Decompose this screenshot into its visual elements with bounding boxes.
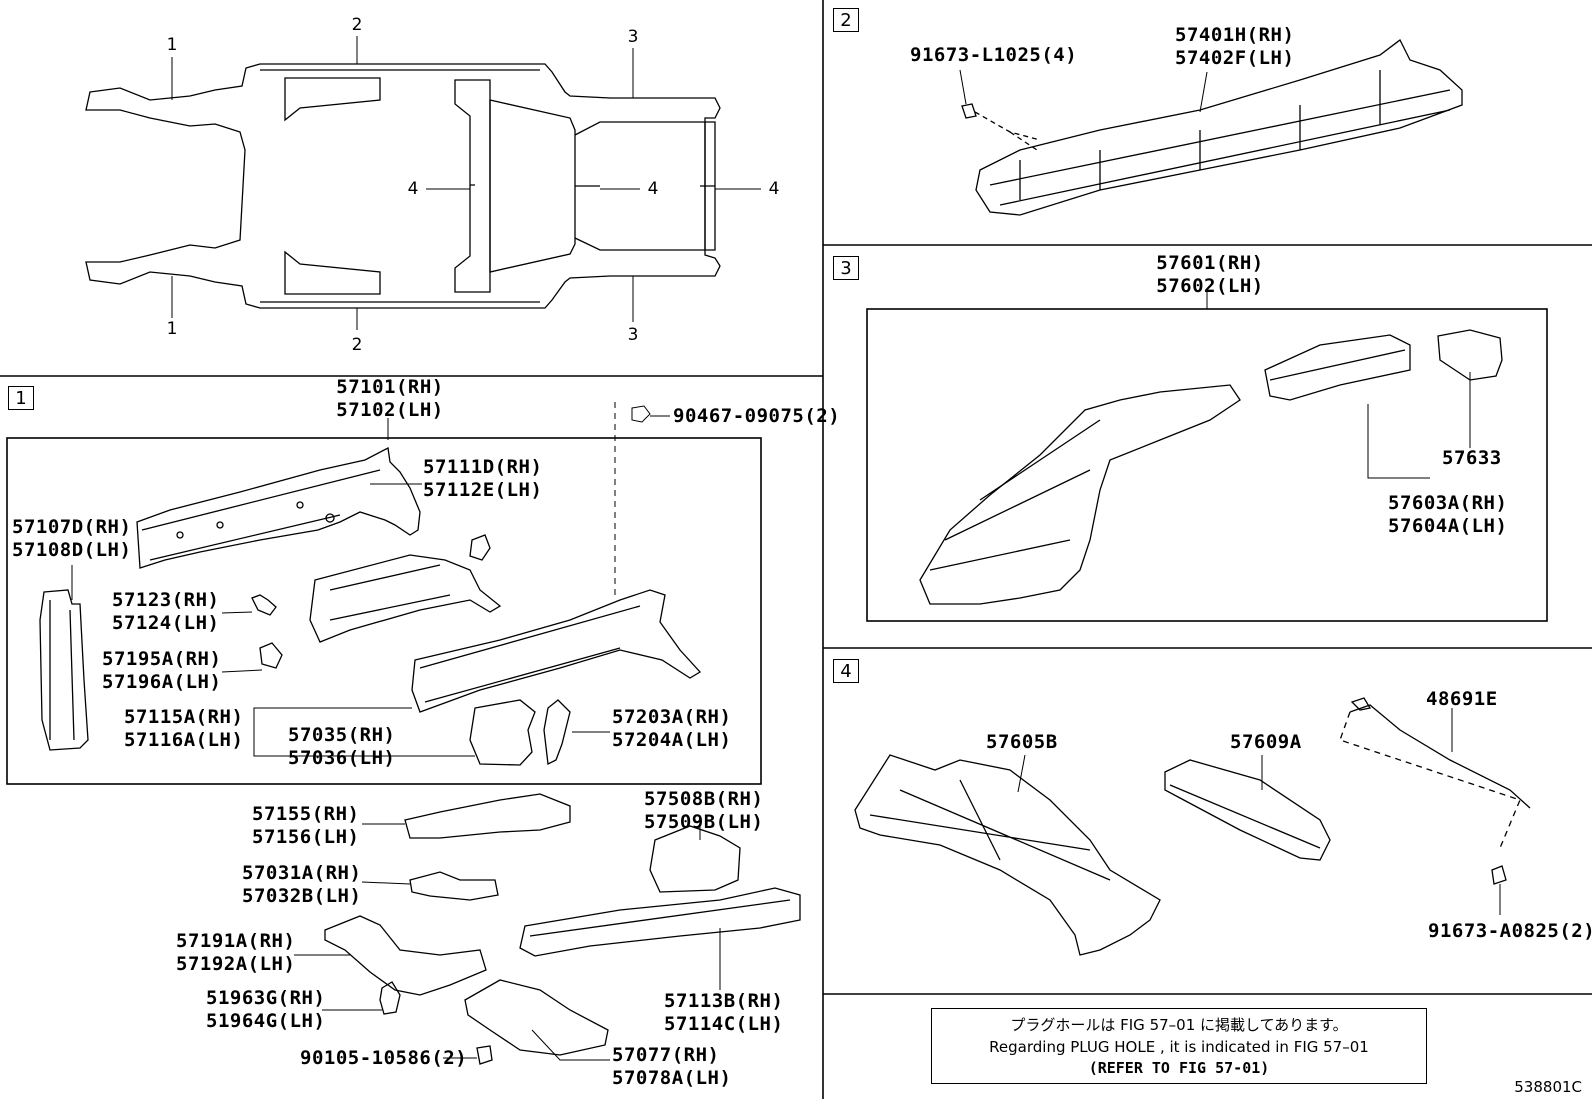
part-label-bracket-b[interactable]: 57195A(RH) 57196A(LH) <box>102 648 221 694</box>
overview-callout-2[interactable]: 2 <box>351 15 363 35</box>
part-number-lh: 57114C(LH) <box>664 1013 784 1035</box>
part-label-lower-5[interactable]: 57508B(RH) 57509B(LH) <box>644 788 763 834</box>
section1-parts <box>39 446 702 766</box>
overview-callout-4-left[interactable]: 4 <box>407 179 419 199</box>
section4-parts <box>854 697 1531 956</box>
section1-leaders <box>71 402 670 757</box>
lower-parts <box>324 793 801 1065</box>
part-label-reinforcement[interactable]: 57035(RH) 57036(LH) <box>288 724 395 770</box>
part-label-rear-sub[interactable]: 57603A(RH) 57604A(LH) <box>1388 492 1507 538</box>
part-number-lh: 57196A(LH) <box>102 671 222 693</box>
part-number-rh: 57155(RH) <box>252 803 360 825</box>
part-number-lh: 57604A(LH) <box>1388 515 1508 537</box>
part-number-rh: 57508B(RH) <box>644 788 764 810</box>
part-label-s4-bolt[interactable]: 91673-A0825(2) <box>1428 920 1592 942</box>
overview-callout-3-lower[interactable]: 3 <box>627 325 639 345</box>
part-number-rh: 57123(RH) <box>112 589 220 611</box>
section4-leaders <box>1017 708 1501 915</box>
part-label-57609a[interactable]: 57609A <box>1230 731 1302 753</box>
part-label-57605b[interactable]: 57605B <box>986 731 1058 753</box>
part-number-rh: 57203A(RH) <box>612 706 732 728</box>
part-number-rh: 57035(RH) <box>288 724 396 746</box>
illustration-code: 538801C <box>1514 1078 1582 1096</box>
part-number-lh: 57156(LH) <box>252 826 360 848</box>
part-number-rh: 57113B(RH) <box>664 990 784 1012</box>
section-marker-3: 3 <box>833 256 859 280</box>
part-label-lower-1[interactable]: 57155(RH) 57156(LH) <box>252 803 359 849</box>
plug-hole-note: プラグホールは FIG 57–01 に掲載してあります。 Regarding P… <box>931 1008 1427 1084</box>
part-label-extension[interactable]: 57111D(RH) 57112E(LH) <box>423 456 542 502</box>
part-number-lh: 57124(LH) <box>112 612 220 634</box>
part-label-bracket-c[interactable]: 57203A(RH) 57204A(LH) <box>612 706 731 752</box>
part-label-lower-3[interactable]: 57191A(RH) 57192A(LH) <box>176 930 295 976</box>
part-number-lh: 57112E(LH) <box>423 479 543 501</box>
overview-callout-1-lower[interactable]: 1 <box>166 319 178 339</box>
overview-frame-drawing <box>85 63 721 309</box>
note-japanese: プラグホールは FIG 57–01 に掲載してあります。 <box>1010 1016 1348 1034</box>
part-number-rh: 57191A(RH) <box>176 930 296 952</box>
part-label-rocker[interactable]: 57401H(RH) 57402F(LH) <box>1175 24 1294 70</box>
part-number-lh: 57602(LH) <box>1156 275 1264 297</box>
part-number-rh: 57077(RH) <box>612 1044 720 1066</box>
part-label-lower-7[interactable]: 57077(RH) 57078A(LH) <box>612 1044 731 1090</box>
part-number-lh: 57402F(LH) <box>1175 47 1295 69</box>
part-number-lh: 57036(LH) <box>288 747 396 769</box>
part-label-frame[interactable]: 57101(RH) 57102(LH) <box>330 376 450 422</box>
part-label-member[interactable]: 57115A(RH) 57116A(LH) <box>124 706 243 752</box>
lower-leaders <box>294 822 721 1061</box>
part-number-rh: 57101(RH) <box>336 376 444 398</box>
part-label-bracket-a[interactable]: 57123(RH) 57124(LH) <box>112 589 219 635</box>
part-label-bolt[interactable]: 90105-10586(2) <box>300 1047 468 1069</box>
part-label-lower-2[interactable]: 57031A(RH) 57032B(LH) <box>242 862 361 908</box>
overview-callout-4-middle[interactable]: 4 <box>647 179 659 199</box>
part-number-rh: 57601(RH) <box>1156 252 1264 274</box>
section-marker-2: 2 <box>833 8 859 32</box>
part-label-lower-4[interactable]: 51963G(RH) 51964G(LH) <box>206 987 325 1033</box>
part-number-lh: 57032B(LH) <box>242 885 362 907</box>
overview-callout-4-right[interactable]: 4 <box>768 179 780 199</box>
part-number-lh: 57108D(LH) <box>12 539 132 561</box>
part-number-lh: 57102(LH) <box>336 399 444 421</box>
section2-leaders <box>959 69 1208 113</box>
part-label-nut[interactable]: 90467-09075(2) <box>673 405 841 427</box>
overview-leaders <box>171 36 761 330</box>
part-number-lh: 57509B(LH) <box>644 811 764 833</box>
part-number-lh: 57078A(LH) <box>612 1067 732 1089</box>
section3-parts <box>919 329 1503 605</box>
part-label-rear-frame[interactable]: 57601(RH) 57602(LH) <box>1150 252 1270 298</box>
overview-callout-3[interactable]: 3 <box>627 27 639 47</box>
part-number-rh: 51963G(RH) <box>206 987 326 1009</box>
part-label-plate[interactable]: 57107D(RH) 57108D(LH) <box>12 516 131 562</box>
section3-leaders <box>1206 292 1471 479</box>
note-english: Regarding PLUG HOLE , it is indicated in… <box>989 1038 1369 1056</box>
part-label-57633[interactable]: 57633 <box>1442 447 1502 469</box>
section-marker-4: 4 <box>833 659 859 683</box>
part-number-lh: 51964G(LH) <box>206 1010 326 1032</box>
section-marker-1: 1 <box>8 386 34 410</box>
overview-callout-1[interactable]: 1 <box>166 35 178 55</box>
part-label-lower-6[interactable]: 57113B(RH) 57114C(LH) <box>664 990 783 1036</box>
part-number-rh: 57115A(RH) <box>124 706 244 728</box>
overview-callout-2-lower[interactable]: 2 <box>351 335 363 355</box>
note-reference-link[interactable]: (REFER TO FIG 57-01) <box>1088 1059 1270 1077</box>
part-number-rh: 57031A(RH) <box>242 862 362 884</box>
part-number-rh: 57401H(RH) <box>1175 24 1295 46</box>
part-number-lh: 57192A(LH) <box>176 953 296 975</box>
part-number-rh: 57195A(RH) <box>102 648 222 670</box>
part-number-lh: 57204A(LH) <box>612 729 732 751</box>
part-label-cable[interactable]: 48691E <box>1426 688 1498 710</box>
part-number-rh: 57603A(RH) <box>1388 492 1508 514</box>
part-label-s2-bolt[interactable]: 91673-L1025(4) <box>910 44 1078 66</box>
part-number-rh: 57107D(RH) <box>12 516 132 538</box>
part-number-rh: 57111D(RH) <box>423 456 543 478</box>
part-number-lh: 57116A(LH) <box>124 729 244 751</box>
